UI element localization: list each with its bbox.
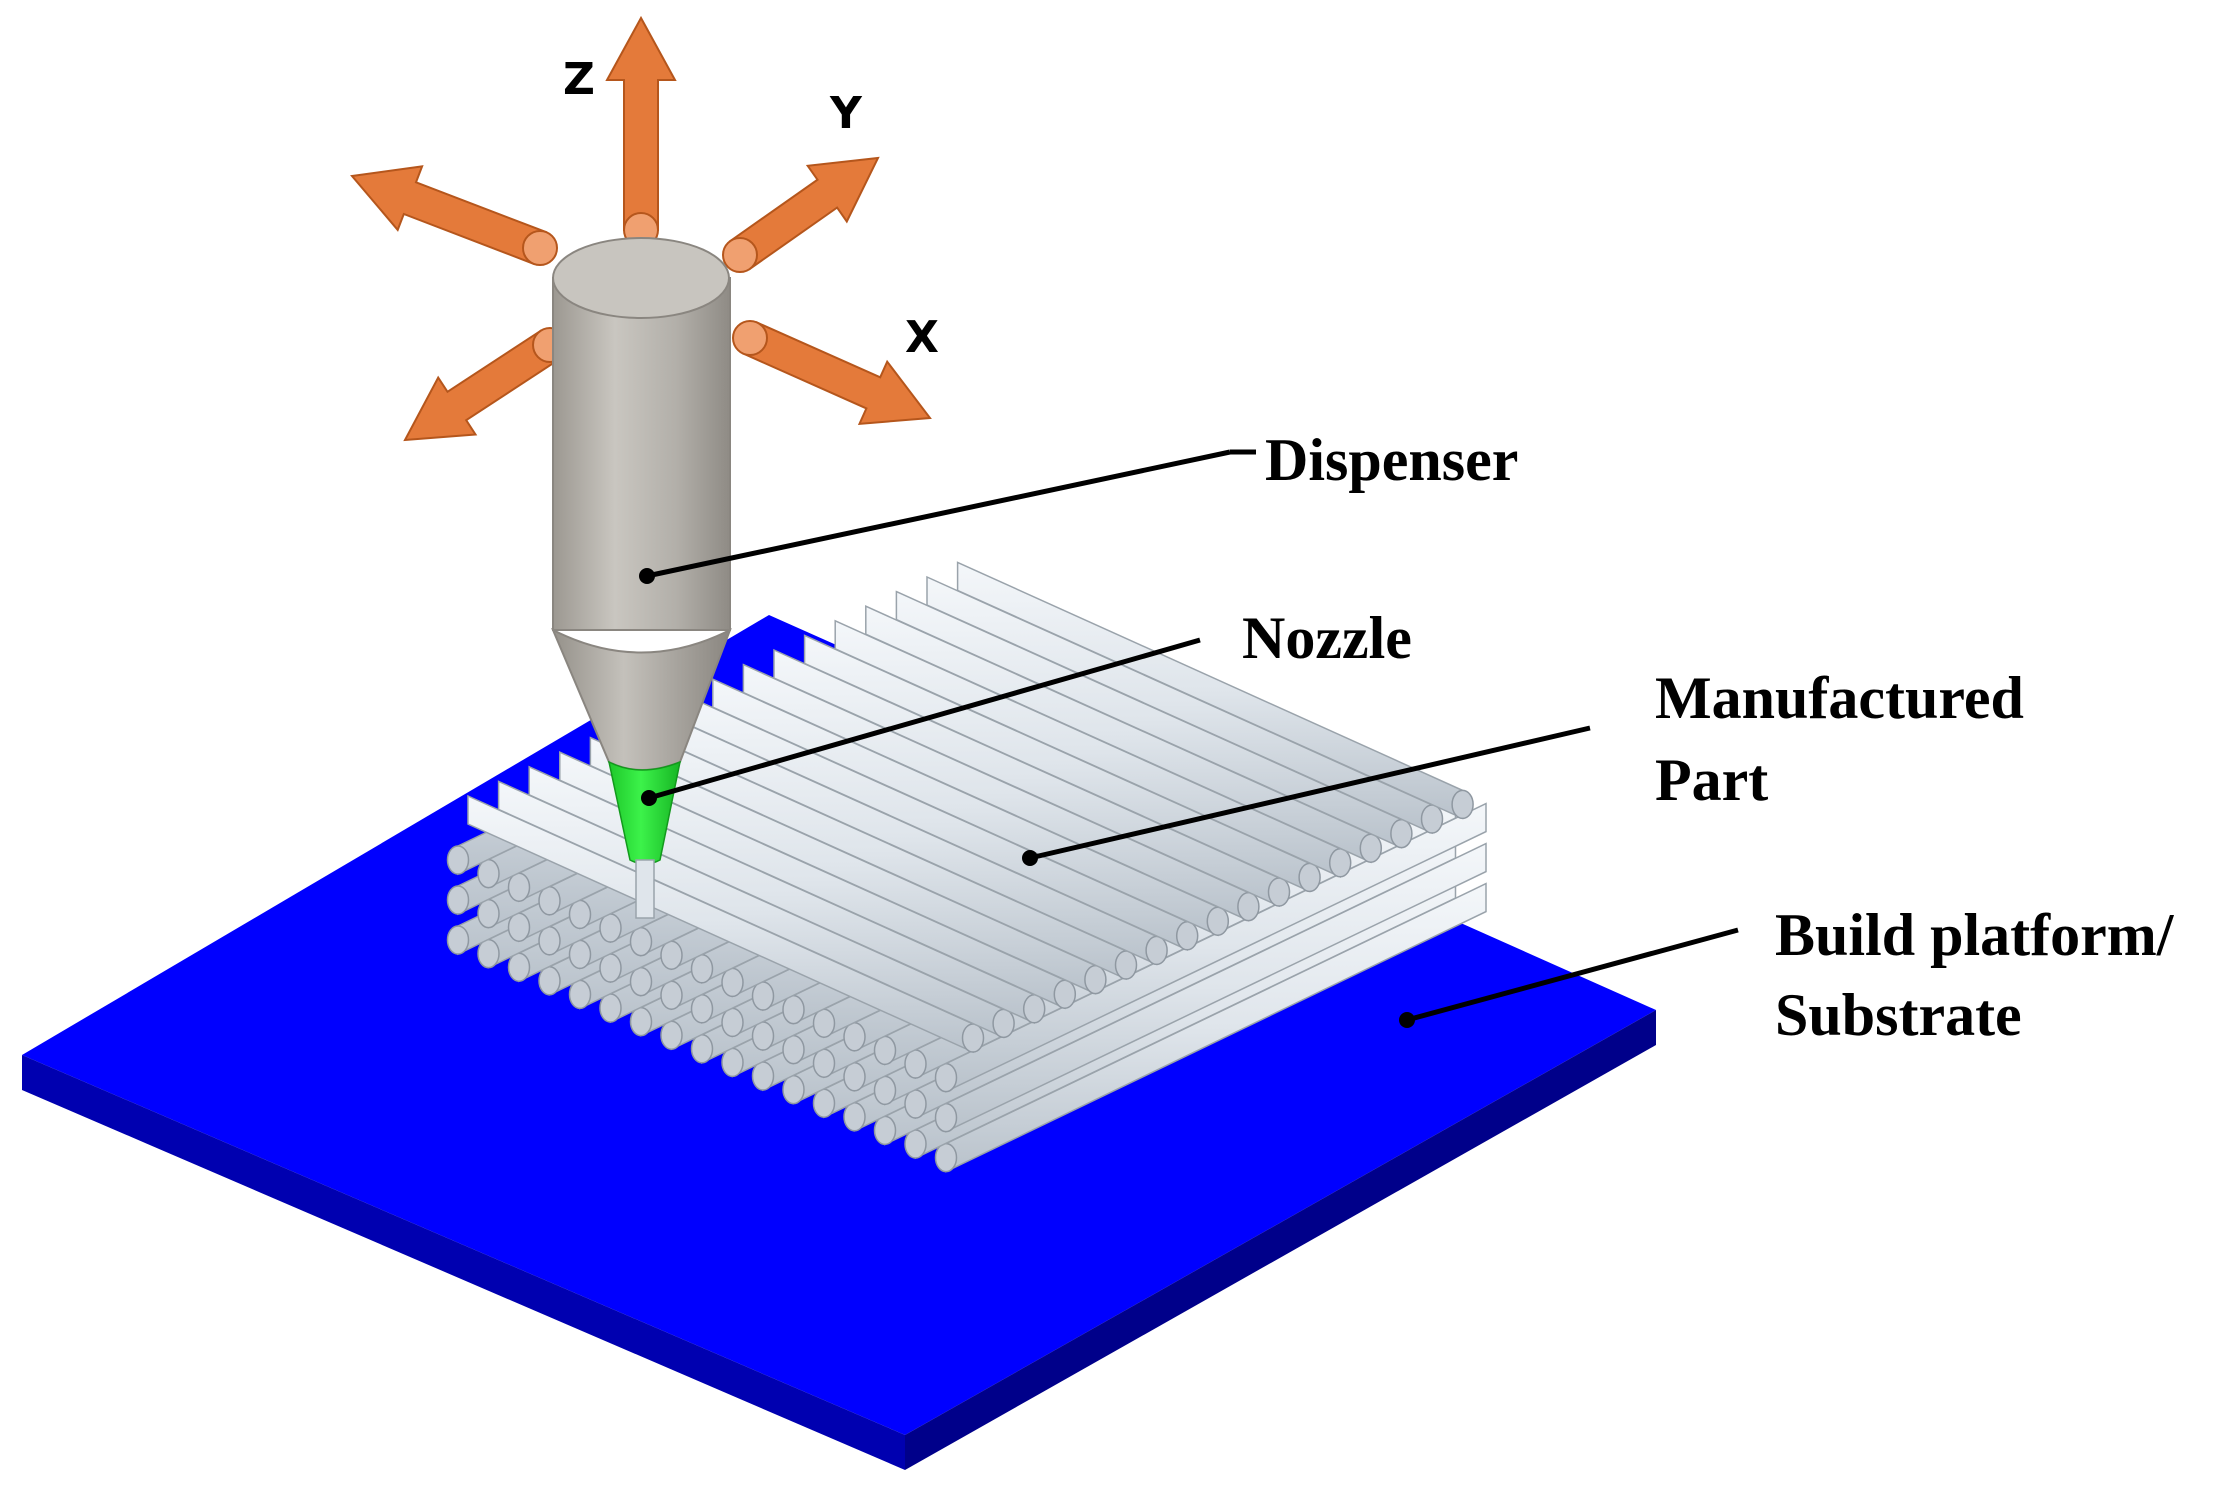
arrow-neg-y-front-tail xyxy=(522,230,558,266)
filament-rod-end xyxy=(599,913,622,943)
filament-rod-end xyxy=(1298,862,1321,893)
filament-rod-end xyxy=(904,1089,927,1119)
motion-arrows xyxy=(350,15,932,442)
label-part: Part xyxy=(1655,747,1768,813)
filament-rod-end xyxy=(1206,906,1230,936)
filament-rod-end xyxy=(812,1008,836,1038)
platform-front-edge xyxy=(22,1055,905,1470)
leader-dispenser xyxy=(639,449,1256,584)
filament-rod-end xyxy=(751,981,775,1011)
filament-rod-end xyxy=(873,1075,897,1106)
filament-rod-end xyxy=(873,1115,897,1146)
arrow-x-right-tail xyxy=(732,320,768,356)
filament-rod-end xyxy=(812,1088,836,1118)
axis-label-x: X xyxy=(905,312,939,363)
filament-rod-end xyxy=(934,1142,958,1173)
filament-rod-end xyxy=(934,1062,958,1093)
arrow-x-right xyxy=(741,321,932,426)
filament-rod-end xyxy=(446,845,470,875)
filament-rod-end xyxy=(599,953,622,983)
label-manufactured: Manufactured xyxy=(1655,665,2024,731)
filament-rod-end xyxy=(843,1062,866,1092)
arrow-y-back xyxy=(728,156,880,271)
leader-part xyxy=(1022,725,1591,866)
filament-rod-end xyxy=(446,925,470,955)
dispenser xyxy=(551,237,732,919)
filament-rod-end xyxy=(721,1007,744,1038)
filament-rod-end xyxy=(1145,935,1168,966)
filament-rod-end xyxy=(1359,833,1383,863)
filament-rod-end xyxy=(1114,950,1138,980)
label-substrate: Substrate xyxy=(1775,982,2022,1048)
dispenser-top-cap xyxy=(552,237,730,319)
filament-rod-end xyxy=(782,994,805,1025)
filament-rod-end xyxy=(904,1049,927,1079)
filament-rod-end xyxy=(568,939,592,970)
filament-rod-end xyxy=(782,1034,805,1065)
filament-rod-end xyxy=(843,1022,866,1052)
label-build-platform: Build platform/ xyxy=(1775,902,2175,968)
arrow-neg-x-left xyxy=(403,329,561,442)
filament-rod-end xyxy=(538,966,561,996)
filament-rod-end xyxy=(1053,979,1077,1009)
axis-label-z: Z xyxy=(563,54,595,105)
filament-rod-end xyxy=(934,1102,958,1133)
filament-rod-end xyxy=(690,1034,714,1064)
filament-rod-end xyxy=(446,885,470,915)
arrow-y-back-tail xyxy=(722,237,758,273)
arrow-z-up xyxy=(605,15,677,231)
filament-rod-end xyxy=(477,858,500,889)
filament-rod-end xyxy=(1390,818,1413,849)
filament-rod-end xyxy=(961,1023,985,1053)
filament-rod-end xyxy=(507,952,531,982)
filament-rod-end xyxy=(568,899,592,930)
filament-rod-end xyxy=(812,1048,836,1078)
filament-rod-end xyxy=(507,912,531,942)
filament-rod-end xyxy=(751,1061,775,1091)
filament-rod-end xyxy=(992,1008,1015,1039)
filament-rod-end xyxy=(904,1129,927,1159)
filament-rod-end xyxy=(690,954,714,984)
filament-rod-end xyxy=(599,993,622,1023)
leader-platform xyxy=(1399,927,1739,1028)
label-dispenser: Dispenser xyxy=(1265,427,1518,493)
filament-rod-end xyxy=(507,872,531,902)
filament-rod-end xyxy=(629,926,653,957)
axis-label-y: Y xyxy=(829,88,863,139)
filament-rod-end xyxy=(1328,848,1352,878)
filament-rod-end xyxy=(1267,877,1291,907)
filament-rod-end xyxy=(751,1021,775,1051)
filament-rod-end xyxy=(843,1102,866,1132)
filament-rod-end xyxy=(1022,994,1046,1024)
filament-rod-end xyxy=(660,940,683,970)
arrow-neg-y-front xyxy=(350,165,548,266)
filament-rod-end xyxy=(477,938,500,969)
manufactured-part xyxy=(446,561,1487,1173)
filament-rod-end xyxy=(1451,789,1474,820)
filament-rod-end xyxy=(660,980,683,1010)
filament-rod-end xyxy=(690,994,714,1024)
filament-rod-end xyxy=(721,1047,744,1078)
filament-rod-end xyxy=(873,1035,897,1066)
filament-rod-end xyxy=(1420,804,1444,834)
filament-rod-end xyxy=(721,967,744,998)
filament-rod-end xyxy=(568,979,592,1010)
filament-rod-end xyxy=(477,898,500,929)
filament-rod-end xyxy=(782,1074,805,1105)
filament-rod-end xyxy=(629,1006,653,1037)
filament-rod-end xyxy=(660,1020,683,1050)
filament-rod-end xyxy=(538,886,561,916)
filament-rod-end xyxy=(629,966,653,997)
filament-rod-end xyxy=(1237,891,1260,922)
extruded-filament xyxy=(635,859,655,919)
label-nozzle: Nozzle xyxy=(1242,605,1412,671)
leader-nozzle xyxy=(641,637,1201,806)
platform-right-edge xyxy=(905,1010,1656,1470)
filament-rod-end xyxy=(1175,921,1199,951)
filament-rod-end xyxy=(1084,964,1107,995)
filament-rod-end xyxy=(538,926,561,956)
